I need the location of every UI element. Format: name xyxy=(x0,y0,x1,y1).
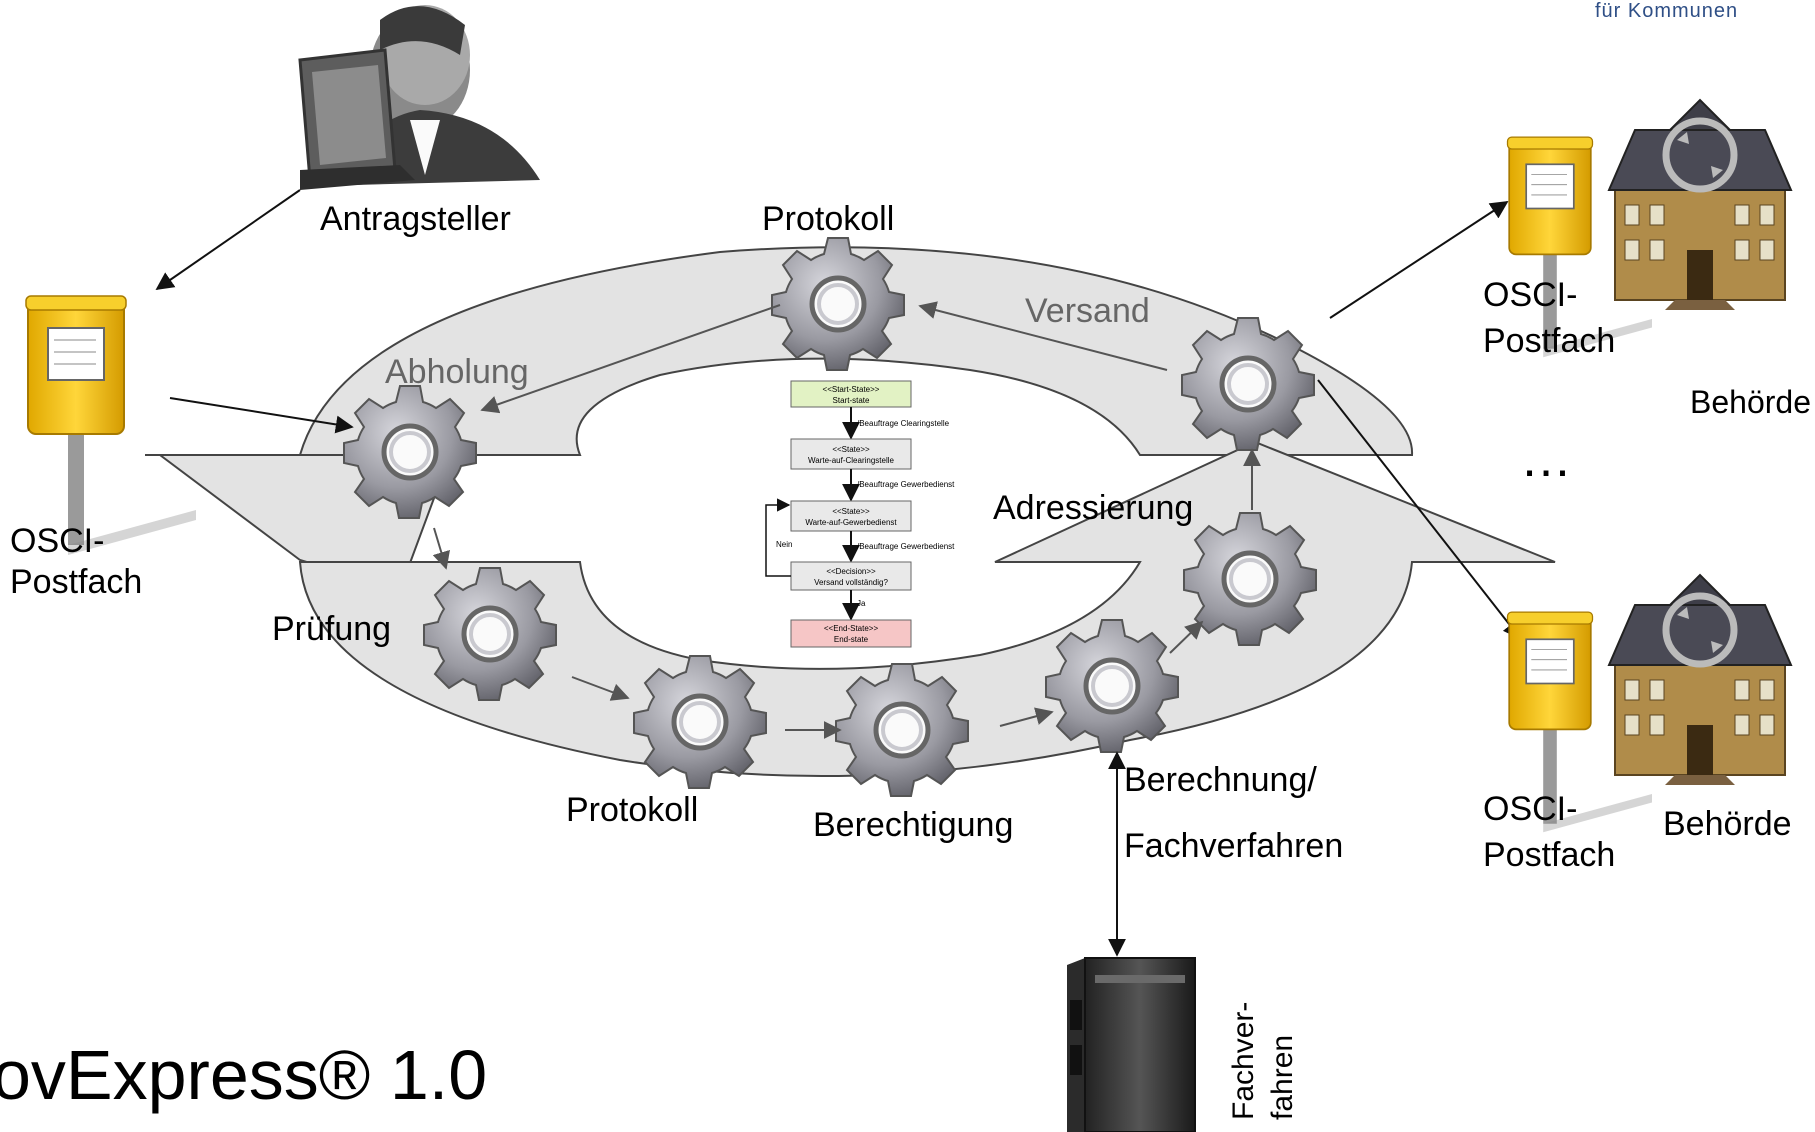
osci-top-label-1: OSCI- xyxy=(1483,276,1577,314)
authority-top-label: Behörde xyxy=(1690,384,1811,420)
server-label-1: Fachver- xyxy=(1227,1002,1260,1120)
authority-building-top xyxy=(1609,100,1791,310)
osci-mailbox-left xyxy=(25,295,197,556)
fachverfahren-label: Fachverfahren xyxy=(1124,827,1343,865)
state-start: <<Start-State>> Start-state xyxy=(790,380,912,408)
applicant-illustration xyxy=(298,5,540,190)
gear-adressierung-icon xyxy=(1184,513,1316,645)
state-decision: <<Decision>> Versand vollständig? xyxy=(790,561,912,591)
osci-left-label-2: Postfach xyxy=(10,563,142,601)
berechtigung-label: Berechtigung xyxy=(813,806,1013,844)
adressierung-label: Adressierung xyxy=(993,489,1193,527)
svg-text:Start-state: Start-state xyxy=(833,396,870,405)
svg-text:<<State>>: <<State>> xyxy=(832,507,870,516)
svg-text:Warte-auf-Gewerbedienst: Warte-auf-Gewerbedienst xyxy=(805,518,897,527)
svg-text:<<State>>: <<State>> xyxy=(832,445,870,454)
versand-label: Versand xyxy=(1025,292,1150,330)
svg-text:<<Start-State>>: <<Start-State>> xyxy=(823,385,880,394)
gear-protokoll-top-icon xyxy=(772,238,904,370)
svg-text:Versand vollständig?: Versand vollständig? xyxy=(814,578,888,587)
gear-berechtigung-icon xyxy=(836,664,968,796)
state-end: <<End-State>> End-state xyxy=(790,619,912,648)
abholung-label: Abholung xyxy=(385,353,529,391)
protokoll-bottom-label: Protokoll xyxy=(566,791,698,829)
svg-text:<<End-State>>: <<End-State>> xyxy=(824,624,879,633)
server-icon xyxy=(1067,957,1196,1132)
protokoll-top-label: Protokoll xyxy=(762,200,894,238)
transition-label-2: /Beauftrage Gewerbedienst xyxy=(857,480,955,489)
osci-bottom-label-1: OSCI- xyxy=(1483,790,1577,828)
page-title: ovExpress® 1.0 xyxy=(0,1036,487,1114)
state-clearing: <<State>> Warte-auf-Clearingstelle xyxy=(790,438,912,470)
gear-berechnung-icon xyxy=(1046,620,1178,752)
applicant-label: Antragsteller xyxy=(320,200,511,238)
svg-text:<<Decision>>: <<Decision>> xyxy=(826,567,876,576)
transition-label-3: /Beauftrage Gewerbedienst xyxy=(857,542,955,551)
process-ring-top xyxy=(145,246,1414,456)
svg-text:Warte-auf-Clearingstelle: Warte-auf-Clearingstelle xyxy=(808,456,895,465)
authority-bottom-label: Behörde xyxy=(1663,805,1792,843)
pruefung-label: Prüfung xyxy=(272,610,391,648)
ellipsis-label: … xyxy=(1520,430,1572,488)
osci-bottom-label-2: Postfach xyxy=(1483,836,1615,874)
gear-versand-icon xyxy=(1182,318,1314,450)
berechnung-label: Berechnung/ xyxy=(1124,761,1317,799)
gear-protokoll-bottom-icon xyxy=(634,656,766,788)
flow-arrows xyxy=(155,189,1522,957)
gear-pruefung-icon xyxy=(424,568,556,700)
transition-label-4: Ja xyxy=(857,599,866,608)
osci-top-label-2: Postfach xyxy=(1483,322,1615,360)
svg-text:End-state: End-state xyxy=(834,635,869,644)
gear-abholung-icon xyxy=(344,386,476,518)
server-label-2: fahren xyxy=(1266,1035,1299,1120)
brand-subtitle: für Kommunen xyxy=(1595,0,1738,22)
state-gewerbedienst: <<State>> Warte-auf-Gewerbedienst xyxy=(790,500,912,532)
state-chart: <<Start-State>> Start-state /Beauftrage … xyxy=(765,380,955,648)
osci-left-label-1: OSCI- xyxy=(10,522,104,560)
transition-label-1: /Beauftrage Clearingstelle xyxy=(857,419,950,428)
loop-label: Nein xyxy=(776,540,792,549)
authority-building-bottom xyxy=(1609,575,1791,785)
